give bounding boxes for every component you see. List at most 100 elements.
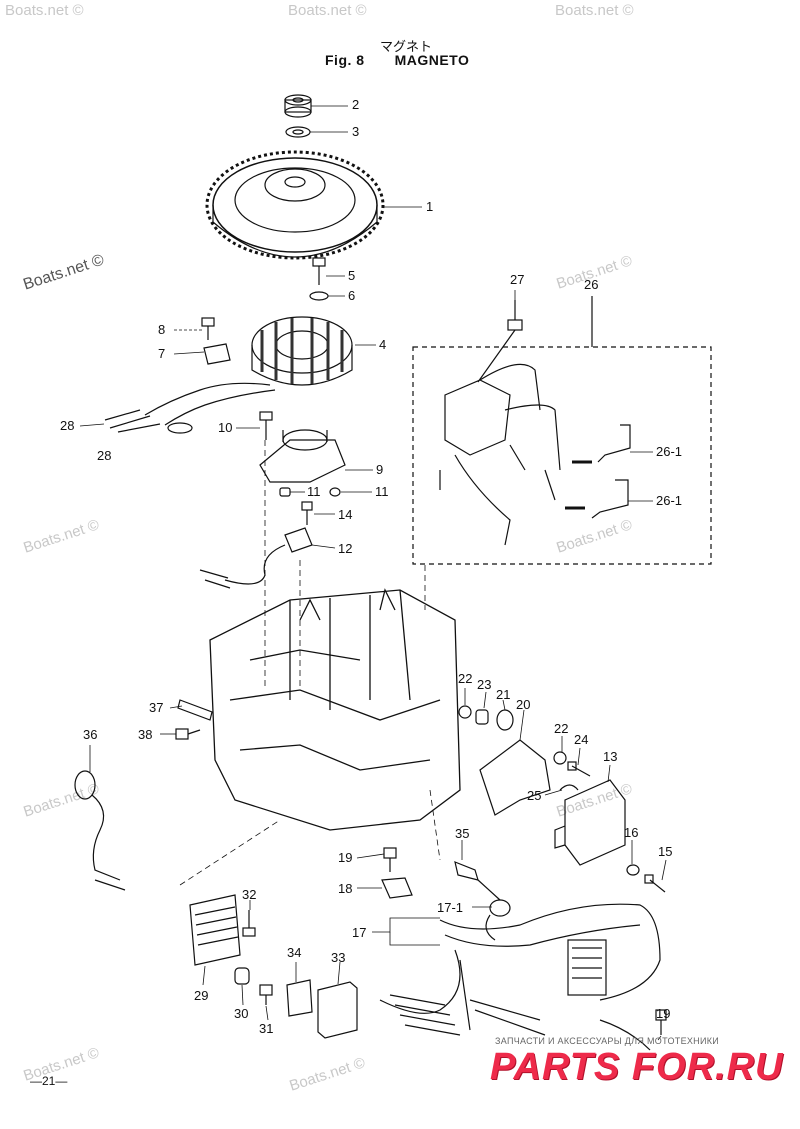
shop-logo: PARTS FOR.RU <box>490 1046 784 1088</box>
watermark: Boats.net © <box>5 2 84 19</box>
callout-8: 8 <box>158 322 166 337</box>
callout-22a: 22 <box>458 671 473 686</box>
bolt-part-27 <box>477 300 523 383</box>
figure-number: Fig. 8 <box>325 52 365 68</box>
callout-26-1a: 26-1 <box>656 444 683 459</box>
callout-11a: 11 <box>307 484 321 499</box>
rectifier-part-29 <box>189 894 241 966</box>
washer-part-3 <box>285 126 311 138</box>
callout-25: 25 <box>527 788 542 803</box>
cover-part-33 <box>317 981 358 1039</box>
callout-22b: 22 <box>554 721 569 736</box>
callout-14: 13 <box>603 749 618 764</box>
cap-part-11a <box>279 487 291 497</box>
callout-16: 16 <box>624 825 639 840</box>
connector-block <box>567 939 607 996</box>
collar-part-30 <box>234 967 250 985</box>
callout-26: 26 <box>584 277 599 292</box>
callout-38: 38 <box>138 727 153 742</box>
bolt-part-32 <box>259 984 273 1005</box>
plate-part-37 <box>177 699 213 721</box>
screw-part-10 <box>259 411 273 440</box>
callout-27: 27 <box>510 272 525 287</box>
callout-6: 6 <box>348 288 356 303</box>
connectors-part-28 <box>104 409 193 434</box>
thermo-switch-part-36 <box>74 770 126 891</box>
figure-name: MAGNETO <box>394 52 470 68</box>
switch-part-35 <box>454 861 501 901</box>
callout-26-1b: 26-1 <box>656 493 683 508</box>
bolt-part-5 <box>312 257 326 285</box>
bracket-part-20 <box>479 739 551 816</box>
leader-lines <box>79 105 667 1041</box>
callout-37: 37 <box>149 700 164 715</box>
callout-29: 29 <box>194 988 209 1003</box>
callout-28a: 28 <box>60 418 75 433</box>
callout-7: 7 <box>158 346 166 361</box>
bolt-part-19b <box>655 1009 667 1035</box>
screw-part-8 <box>201 317 215 340</box>
callout-33: 33 <box>331 950 346 965</box>
plug-cap-part-26-1a <box>572 424 631 464</box>
callout-32: 31 <box>259 1021 274 1036</box>
callout-4: 4 <box>379 337 387 352</box>
page-number: —21— <box>30 1074 68 1088</box>
collar-part-23 <box>475 709 489 725</box>
callout-30: 30 <box>234 1006 249 1021</box>
callout-24: 24 <box>574 732 589 747</box>
grommet-part-21 <box>496 709 514 731</box>
washer-part-22b <box>553 751 567 765</box>
callout-23: 23 <box>477 677 492 692</box>
callout-10: 10 <box>218 420 233 435</box>
clip-part-25 <box>559 784 579 791</box>
screw-part-24 <box>567 761 591 777</box>
callout-15: 15 <box>658 844 673 859</box>
callout-28b: 28 <box>97 448 112 463</box>
stator-part-4 <box>144 316 353 426</box>
callout-17: 17 <box>352 925 367 940</box>
callout-11b: 11 <box>375 484 389 499</box>
shop-tagline: ЗАПЧАСТИ И АКСЕССУАРЫ ДЛЯ МОТОТЕХНИКИ <box>495 1036 720 1046</box>
callout-35: 35 <box>455 826 470 841</box>
screw-part-38 <box>175 728 201 740</box>
bolt-part-15 <box>644 874 666 893</box>
nut-part-2 <box>284 94 312 118</box>
cap-part-11b <box>329 487 341 497</box>
cdi-unit-part-14 <box>554 779 626 866</box>
callout-12: 12 <box>338 541 353 556</box>
ignition-coil-box-part-26 <box>412 296 712 565</box>
callout-21: 21 <box>496 687 511 702</box>
pulser-base-part-9 <box>259 429 346 483</box>
bolt-part-19a <box>383 847 397 872</box>
washer-part-16 <box>626 864 640 876</box>
washer-part-22a <box>458 705 472 719</box>
callout-34: 34 <box>287 945 302 960</box>
callout-19a: 19 <box>338 850 353 865</box>
callout-31: 32 <box>242 887 257 902</box>
callout-3: 3 <box>352 124 360 139</box>
callout-36: 36 <box>83 727 98 742</box>
callout-9: 9 <box>376 462 384 477</box>
callout-18: 18 <box>338 881 353 896</box>
plug-cap-part-26-1b <box>565 479 629 519</box>
callout-1: 1 <box>426 199 434 214</box>
callout-17-1: 17-1 <box>437 900 464 915</box>
wire-harness-part-17 <box>379 903 661 1051</box>
clamp-part-7 <box>203 343 231 365</box>
ignition-coil <box>439 363 561 546</box>
washer-part-6 <box>309 291 329 301</box>
callout-19b: 19 <box>656 1006 671 1021</box>
watermark: Boats.net © <box>555 2 634 19</box>
sensor-part-17-1 <box>485 899 511 941</box>
screw-part-13 <box>301 501 313 525</box>
flywheel-part-1 <box>205 150 385 260</box>
callout-2: 2 <box>352 97 360 112</box>
callout-13: 14 <box>338 507 353 522</box>
callout-5: 5 <box>348 268 356 283</box>
watermark: Boats.net © <box>288 2 367 19</box>
title-japanese: マグネト <box>380 40 433 55</box>
callout-20: 20 <box>516 697 531 712</box>
bolt-part-31 <box>242 910 256 937</box>
